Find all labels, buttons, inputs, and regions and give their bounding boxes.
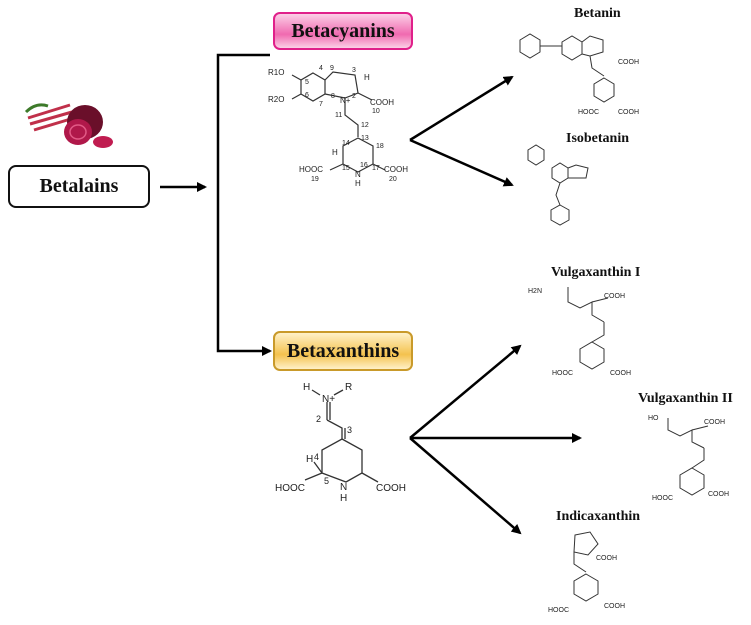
- betanin-cooh2-label: COOH: [618, 109, 639, 116]
- svg-text:N+: N+: [340, 96, 351, 105]
- vulgaxanthin-i-cooh2-label: COOH: [610, 370, 631, 377]
- vulgaxanthin-i-label: Vulgaxanthin I: [551, 265, 641, 280]
- svg-text:10: 10: [372, 108, 380, 115]
- betacyanin-atom-labels: R1O R2O N+ H COOH HOOC COOH N H H 4 5 6 …: [268, 65, 408, 188]
- isobetanin-structure: [527, 144, 589, 226]
- svg-text:4: 4: [314, 452, 319, 462]
- vulgaxanthin-i-cooh-label: COOH: [604, 293, 625, 300]
- svg-text:H: H: [364, 73, 370, 82]
- isobetanin-label: Isobetanin: [566, 131, 630, 146]
- betaxanthin-atom-labels: H N+ R 2 3 4 5 H HOOC N H COOH: [275, 382, 406, 504]
- vulgaxanthin-ii-hooc-label: HOOC: [652, 495, 673, 502]
- svg-text:H: H: [340, 493, 347, 504]
- indicaxanthin-cooh-label: COOH: [596, 555, 617, 562]
- vulgaxanthin-i-hooc-label: HOOC: [552, 370, 573, 377]
- svg-text:14: 14: [342, 140, 350, 147]
- svg-text:COOH: COOH: [384, 165, 408, 174]
- vulgaxanthin-ii-label: Vulgaxanthin II: [638, 391, 733, 406]
- betaxanthins-box: Betaxanthins: [273, 331, 413, 371]
- svg-text:2: 2: [316, 414, 321, 424]
- indicaxanthin-label: Indicaxanthin: [556, 509, 641, 524]
- svg-text:9: 9: [330, 65, 334, 72]
- svg-text:3: 3: [352, 67, 356, 74]
- svg-text:R2O: R2O: [268, 95, 284, 104]
- vulgaxanthin-ii-ho-label: HO: [648, 415, 659, 422]
- svg-text:13: 13: [361, 135, 369, 142]
- svg-text:COOH: COOH: [376, 483, 406, 494]
- svg-text:N: N: [340, 482, 347, 493]
- vulgaxanthin-ii-cooh2-label: COOH: [708, 491, 729, 498]
- indicaxanthin-cooh2-label: COOH: [604, 603, 625, 610]
- svg-text:15: 15: [342, 165, 350, 172]
- indicaxanthin-hooc-label: HOOC: [548, 607, 569, 614]
- betaxanthin-structure: [304, 389, 379, 483]
- svg-text:2: 2: [352, 93, 356, 100]
- betanin-label: Betanin: [574, 6, 621, 21]
- betanin-cooh-label: COOH: [618, 59, 639, 66]
- svg-text:H: H: [303, 382, 310, 393]
- svg-text:7: 7: [319, 101, 323, 108]
- betanin-hooc-label: HOOC: [578, 109, 599, 116]
- svg-text:19: 19: [311, 176, 319, 183]
- vulgaxanthin-ii-structure: [667, 418, 709, 496]
- svg-text:20: 20: [389, 176, 397, 183]
- svg-text:16: 16: [360, 162, 368, 169]
- svg-text:R1O: R1O: [268, 68, 284, 77]
- connector-arrows: [160, 53, 582, 535]
- betacyanin-structure: [291, 71, 386, 173]
- svg-text:HOOC: HOOC: [299, 165, 323, 174]
- vulgaxanthin-ii-cooh-label: COOH: [704, 419, 725, 426]
- svg-text:H: H: [306, 454, 313, 465]
- svg-text:17: 17: [372, 165, 380, 172]
- svg-text:5: 5: [324, 476, 329, 486]
- svg-text:COOH: COOH: [370, 98, 394, 107]
- svg-text:3: 3: [347, 425, 352, 435]
- svg-text:N: N: [355, 170, 361, 179]
- svg-text:5: 5: [305, 79, 309, 86]
- svg-text:H: H: [332, 148, 338, 157]
- svg-text:8: 8: [331, 93, 335, 100]
- vulgaxanthin-i-structure: [567, 287, 609, 370]
- indicaxanthin-structure: [573, 531, 599, 602]
- svg-text:4: 4: [319, 65, 323, 72]
- betacyanins-box: Betacyanins: [273, 12, 413, 50]
- svg-text:H: H: [355, 179, 361, 188]
- svg-text:6: 6: [305, 92, 309, 99]
- betalains-box: Betalains: [8, 165, 150, 208]
- vulgaxanthin-i-h2n-label: H2N: [528, 288, 542, 295]
- svg-text:N+: N+: [322, 394, 335, 405]
- svg-text:12: 12: [361, 122, 369, 129]
- beetroot-image: [24, 103, 113, 148]
- svg-text:18: 18: [376, 143, 384, 150]
- svg-text:11: 11: [335, 112, 342, 119]
- svg-text:R: R: [345, 382, 352, 393]
- svg-text:HOOC: HOOC: [275, 483, 305, 494]
- betanin-structure: [519, 33, 615, 103]
